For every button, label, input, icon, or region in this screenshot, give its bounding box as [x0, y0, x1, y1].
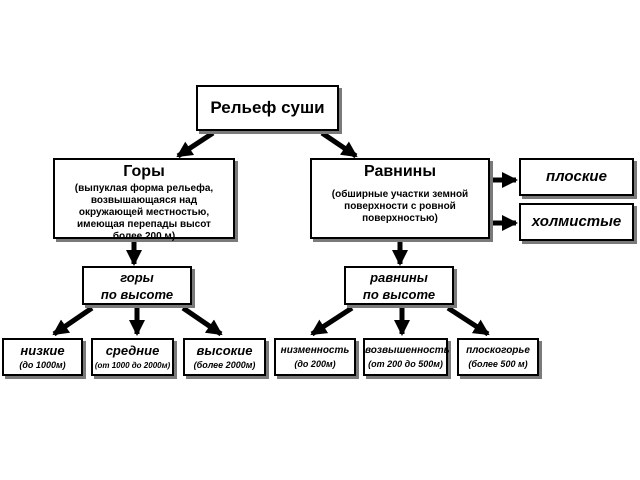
mid-mountains-name: средние	[105, 343, 160, 358]
mountains-by-height-line2: по высоте	[100, 287, 174, 302]
high-mountains-range: (более 2000м)	[193, 360, 256, 370]
plateau-range: (более 500 м)	[468, 359, 528, 369]
plains-box: Равнины (обширные участки земной поверхн…	[310, 158, 490, 239]
arrow-to-lowland	[310, 305, 354, 337]
arrow-root-to-mountains	[176, 130, 215, 159]
mountains-description: (выпуклая форма рельефа, возвышающаяся н…	[74, 183, 214, 242]
plains-description: (обширные участки земной поверхности с р…	[331, 189, 469, 224]
flat-plains-label: плоские	[546, 168, 607, 185]
arrow-to-low-mountains	[52, 305, 94, 337]
low-mountains-range: (до 1000м)	[19, 360, 66, 370]
plains-by-height-line1: равнины	[370, 270, 428, 285]
plains-by-height-box: равнины по высоте	[344, 266, 454, 305]
plains-by-height-line2: по высоте	[362, 287, 436, 302]
plateau-name: плоскогорье	[466, 345, 530, 356]
arrow-root-to-plains	[320, 130, 358, 159]
hilly-plains-label: холмистые	[531, 213, 622, 230]
upland-range: (от 200 до 500м)	[368, 359, 443, 369]
mountains-by-height-line1: горы	[120, 270, 154, 285]
mid-mountains-box: средние (от 1000 до 2000м)	[91, 338, 174, 376]
plains-title: Равнины	[363, 163, 437, 180]
upland-box: возвышенность (от 200 до 500м)	[363, 338, 450, 376]
low-mountains-name: низкие	[20, 343, 65, 358]
plateau-box: плоскогорье (более 500 м)	[457, 338, 539, 376]
lowland-name: низменность	[280, 345, 350, 356]
hilly-plains-box: холмистые	[519, 203, 634, 241]
lowland-range: (до 200м)	[294, 359, 336, 369]
low-mountains-box: низкие (до 1000м)	[2, 338, 83, 376]
arrow-to-plateau	[446, 305, 490, 337]
mountains-by-height-box: горы по высоте	[82, 266, 192, 305]
high-mountains-name: высокие	[196, 343, 253, 358]
mid-mountains-range: (от 1000 до 2000м)	[94, 361, 171, 370]
upland-name: возвышенность	[365, 345, 450, 356]
mountains-title: Горы	[123, 163, 165, 180]
lowland-box: низменность (до 200м)	[274, 338, 356, 376]
flat-plains-box: плоские	[519, 158, 634, 196]
mountains-box: Горы (выпуклая форма рельефа, возвышающа…	[53, 158, 235, 242]
high-mountains-box: высокие (более 2000м)	[183, 338, 266, 376]
root-box: Рельеф суши	[196, 85, 339, 131]
arrow-to-high-mountains	[181, 305, 223, 337]
root-title: Рельеф суши	[210, 98, 325, 117]
